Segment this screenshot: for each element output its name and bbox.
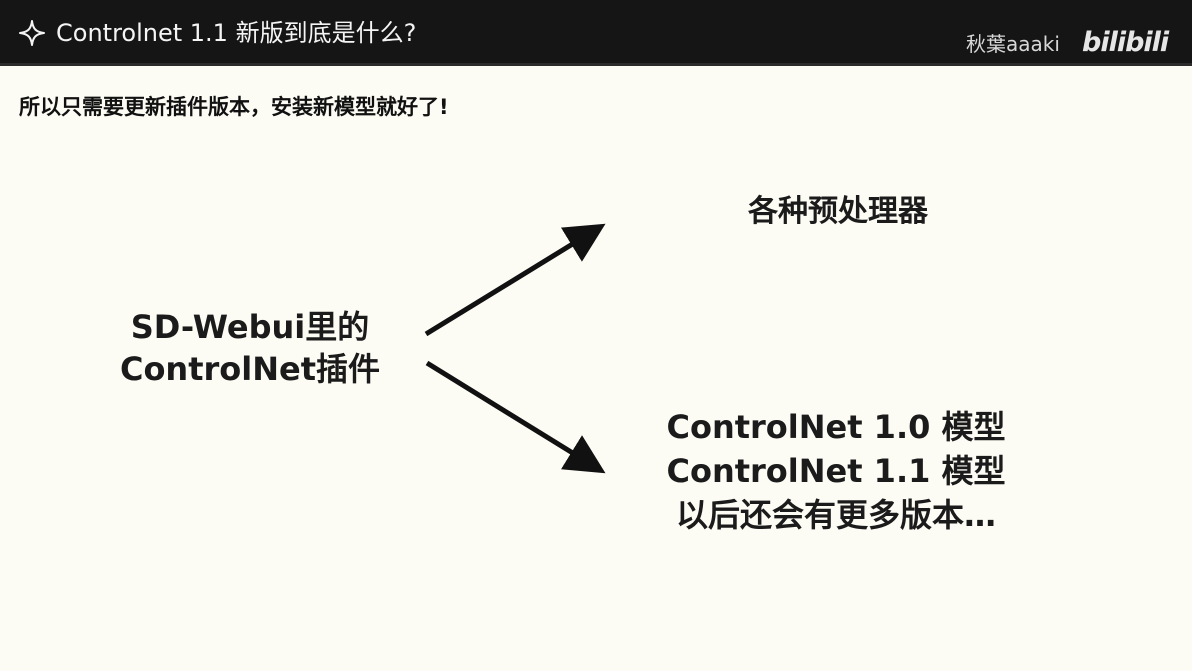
arrow-to-preprocessors bbox=[424, 223, 606, 337]
watermark-author: 秋葉aaaki bbox=[966, 32, 1060, 56]
source-node: SD-Webui里的 ControlNet插件 bbox=[92, 306, 408, 390]
title-bar: Controlnet 1.1 新版到底是什么? 秋葉aaaki bilibili bbox=[0, 0, 1192, 66]
page-title: Controlnet 1.1 新版到底是什么? bbox=[56, 19, 417, 47]
arrow-to-models bbox=[425, 360, 606, 474]
models-line-2: ControlNet 1.1 模型 bbox=[666, 452, 1006, 490]
source-line-2: ControlNet插件 bbox=[119, 350, 381, 388]
models-line-3: 以后还会有更多版本… bbox=[675, 496, 996, 534]
slide-subtitle: 所以只需要更新插件版本，安装新模型就好了! bbox=[19, 95, 449, 119]
preprocessors-node: 各种预处理器 bbox=[748, 194, 928, 229]
models-line-1: ControlNet 1.0 模型 bbox=[666, 408, 1006, 446]
bilibili-logo: bilibili bbox=[1082, 27, 1169, 58]
sparkle-icon bbox=[19, 20, 45, 46]
source-line-1: SD-Webui里的 bbox=[130, 308, 370, 346]
models-node: ControlNet 1.0 模型 ControlNet 1.1 模型 以后还会… bbox=[640, 405, 1032, 537]
